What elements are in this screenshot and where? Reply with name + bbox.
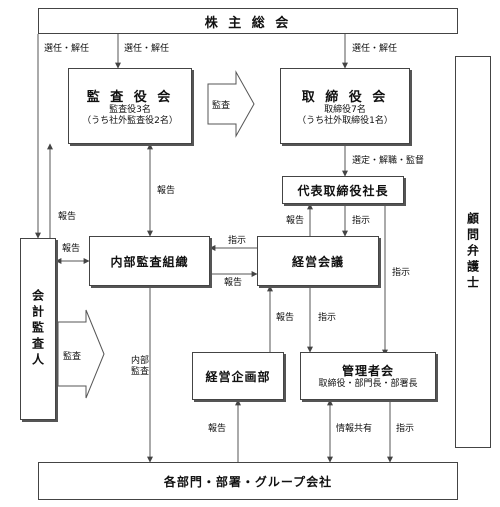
label-instruct-bottom: 指示 <box>396 424 415 434</box>
management-meeting-label: 経営会議 <box>291 254 344 269</box>
label-report-mm-ia: 報告 <box>224 278 243 288</box>
block-arrow-audit-top <box>207 70 255 138</box>
president-label: 代表取締役社長 <box>297 183 389 198</box>
label-instruct-president-right: 指示 <box>392 268 411 278</box>
block-arrow-audit-left <box>57 309 105 399</box>
label-info-share: 情報共有 <box>336 424 373 434</box>
label-select: 選定・解職・監督 <box>352 156 425 166</box>
managers-meeting-box: 管理者会 取締役・部門長・部署長 <box>300 352 436 400</box>
board-of-directors: 取 締 役 会 取締役7名 （うち社外取締役1名） <box>280 68 410 144</box>
label-elect-2: 選任・解任 <box>124 44 170 54</box>
departments-box: 各部門・部署・グループ会社 <box>38 462 458 500</box>
label-instruct-mm-ia: 指示 <box>228 236 247 246</box>
label-report-dept-planning: 報告 <box>208 424 227 434</box>
lawyer-label: 顧問弁護士 <box>465 212 480 292</box>
label-report-ia-left: 報告 <box>62 244 81 254</box>
label-report-auditors: 報告 <box>157 186 176 196</box>
lawyer-box: 顧問弁護士 <box>455 56 491 448</box>
label-report-left: 報告 <box>58 212 77 222</box>
president-box: 代表取締役社長 <box>282 176 404 204</box>
directors-title: 取 締 役 会 <box>301 89 389 105</box>
label-audit-top: 監査 <box>212 101 231 111</box>
managers-title: 管理者会 <box>341 364 394 378</box>
planning-box: 経営企画部 <box>192 352 284 400</box>
internal-audit-vertical-text: 内部監査 <box>130 356 149 377</box>
auditors-title: 監 査 役 会 <box>86 89 174 105</box>
managers-sub: 取締役・部門長・部署長 <box>318 379 418 389</box>
management-meeting-box: 経営会議 <box>257 236 379 286</box>
label-report-president: 報告 <box>286 216 305 226</box>
departments-label: 各部門・部署・グループ会社 <box>163 474 333 489</box>
label-elect-3: 選任・解任 <box>352 44 398 54</box>
internal-audit-label: 内部監査組織 <box>110 254 189 269</box>
label-internal-audit-vertical: 内部監査 <box>130 356 149 378</box>
accounting-auditor-label: 会計監査人 <box>30 289 45 369</box>
shareholders-meeting: 株 主 総 会 <box>38 8 458 34</box>
auditors-board: 監 査 役 会 監査役3名 （うち社外監査役2名） <box>68 68 192 144</box>
directors-line1: 取締役7名 <box>324 104 366 115</box>
internal-audit-box: 内部監査組織 <box>89 236 210 286</box>
accounting-auditor-box: 会計監査人 <box>20 238 56 420</box>
label-elect-1: 選任・解任 <box>44 44 90 54</box>
shareholders-label: 株 主 総 会 <box>204 15 292 31</box>
label-instruct-president: 指示 <box>352 216 371 226</box>
label-report-planning: 報告 <box>276 313 295 323</box>
planning-label: 経営企画部 <box>205 369 271 384</box>
label-audit-left: 監査 <box>63 352 82 362</box>
directors-line2: （うち社外取締役1名） <box>297 115 393 126</box>
auditors-line1: 監査役3名 <box>109 104 151 115</box>
auditors-line2: （うち社外監査役2名） <box>82 115 178 126</box>
label-instruct-mm-down: 指示 <box>318 313 337 323</box>
